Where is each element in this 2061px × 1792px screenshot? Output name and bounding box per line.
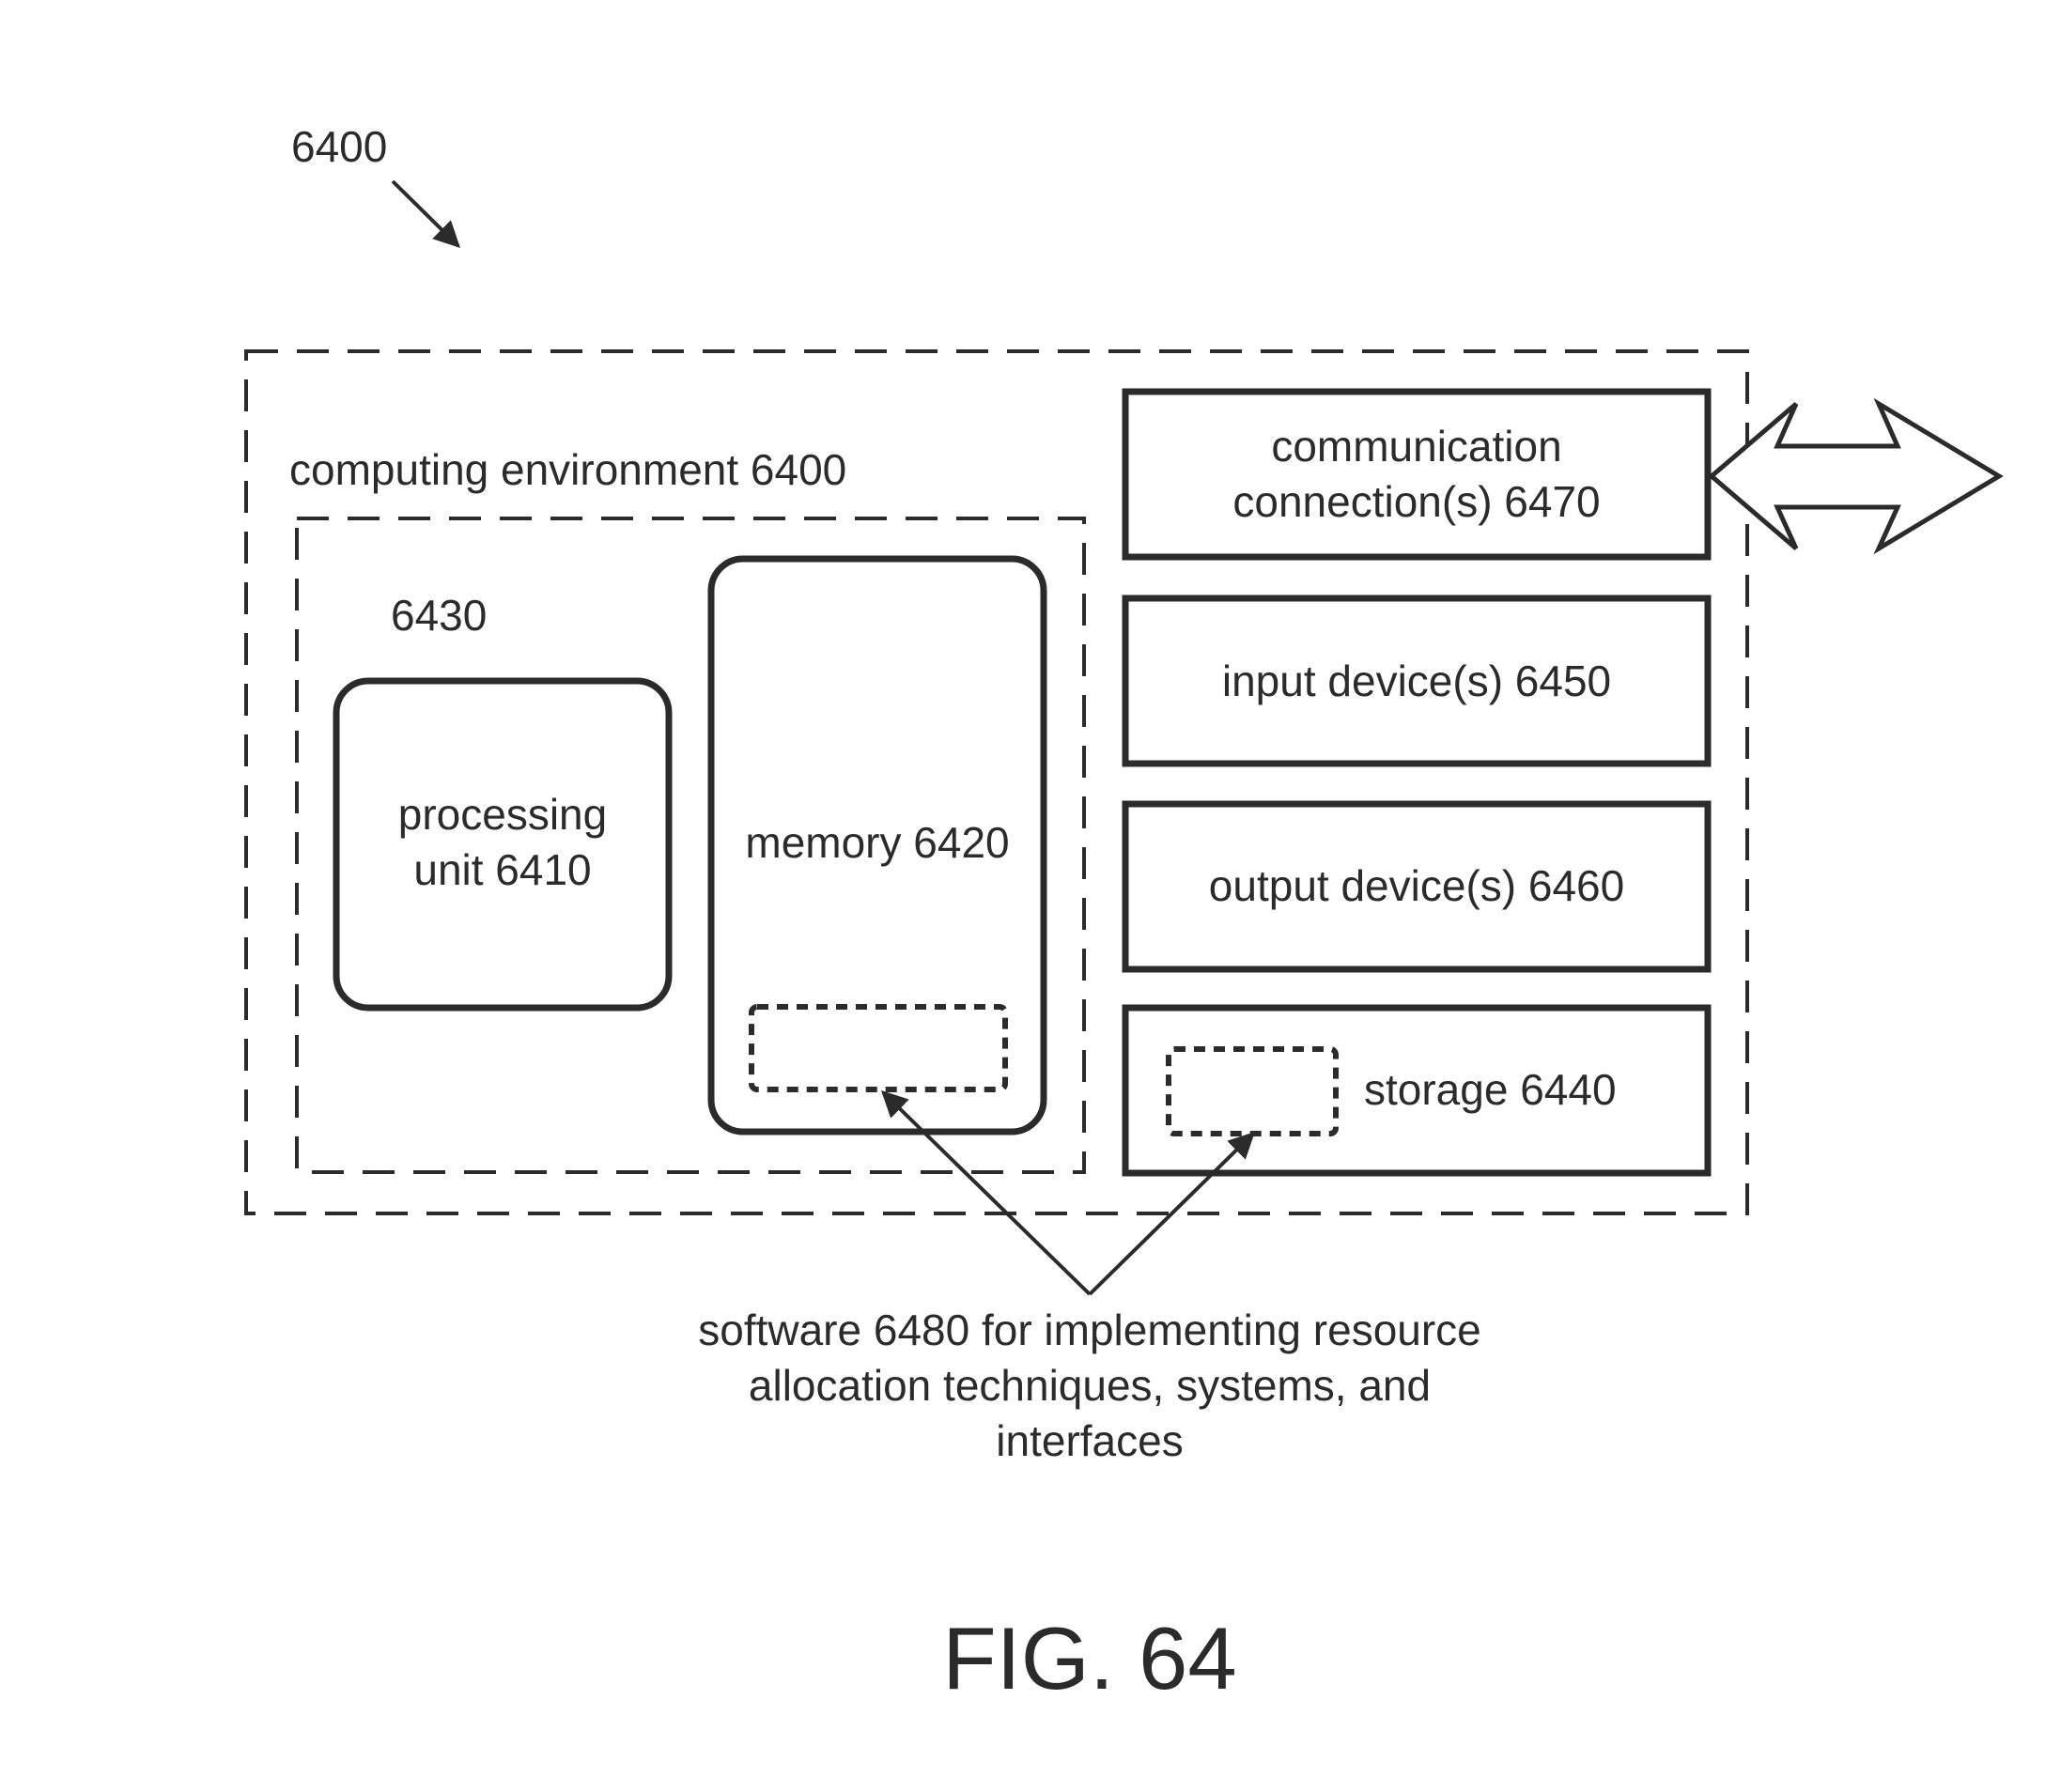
figure-caption: FIG. 64 [942, 1609, 1236, 1707]
communication-connection-box [1125, 392, 1708, 557]
output-devices-label: output device(s) 6460 [1209, 861, 1624, 910]
core-group-ref-label: 6430 [391, 591, 487, 640]
figure-ref-number: 6400 [291, 122, 387, 171]
memory-label: memory 6420 [745, 818, 1009, 867]
processing-unit-box [336, 681, 669, 1008]
processing-unit-label-line1: processing [398, 790, 607, 839]
communication-connection-label-line2: connection(s) 6470 [1232, 477, 1600, 526]
computing-environment-label: computing environment 6400 [289, 445, 846, 494]
figure-ref-arrow [393, 181, 458, 246]
software-caption-line2: allocation techniques, systems, and [749, 1361, 1431, 1410]
communication-connection-label-line1: communication [1271, 422, 1561, 471]
storage-label: storage 6440 [1364, 1065, 1617, 1114]
input-devices-label: input device(s) 6450 [1222, 657, 1611, 705]
software-caption-line1: software 6480 for implementing resource [698, 1305, 1481, 1354]
processing-unit-label-line2: unit 6410 [413, 845, 591, 894]
communication-double-arrow [1712, 404, 1999, 548]
software-caption-line3: interfaces [996, 1416, 1183, 1465]
